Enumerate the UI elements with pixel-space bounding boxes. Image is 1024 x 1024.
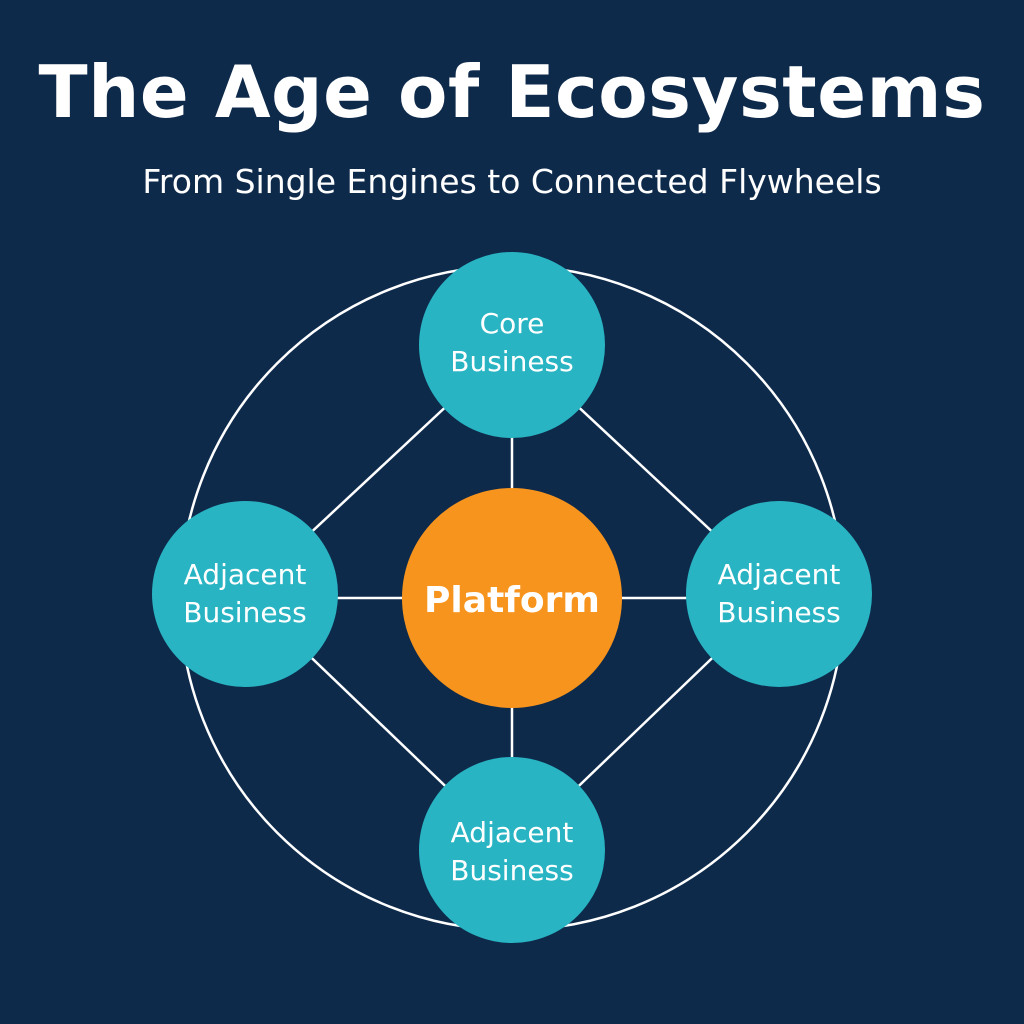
page-title: The Age of Ecosystems xyxy=(38,50,986,134)
adjacent-business-bottom-circle xyxy=(419,757,605,943)
adjacent-business-bottom-label-line1: Adjacent xyxy=(451,816,574,849)
platform-node: Platform xyxy=(402,488,622,708)
core-business-label-line2: Business xyxy=(450,345,573,378)
adjacent-business-left-circle xyxy=(152,501,338,687)
adjacent-business-bottom-label-line2: Business xyxy=(450,854,573,887)
platform-label: Platform xyxy=(424,580,600,621)
adjacent-business-left-label-line2: Business xyxy=(183,596,306,629)
adjacent-business-bottom-node: Adjacent Business xyxy=(419,757,605,943)
platform-circle xyxy=(402,488,622,708)
adjacent-business-left-node: Adjacent Business xyxy=(152,501,338,687)
page-subtitle: From Single Engines to Connected Flywhee… xyxy=(142,162,882,201)
core-business-circle xyxy=(419,252,605,438)
adjacent-business-right-node: Adjacent Business xyxy=(686,501,872,687)
core-business-node: Core Business xyxy=(419,252,605,438)
adjacent-business-right-label-line1: Adjacent xyxy=(718,558,841,591)
adjacent-business-right-circle xyxy=(686,501,872,687)
adjacent-business-left-label-line1: Adjacent xyxy=(184,558,307,591)
adjacent-business-right-label-line2: Business xyxy=(717,596,840,629)
core-business-label-line1: Core xyxy=(480,307,545,340)
